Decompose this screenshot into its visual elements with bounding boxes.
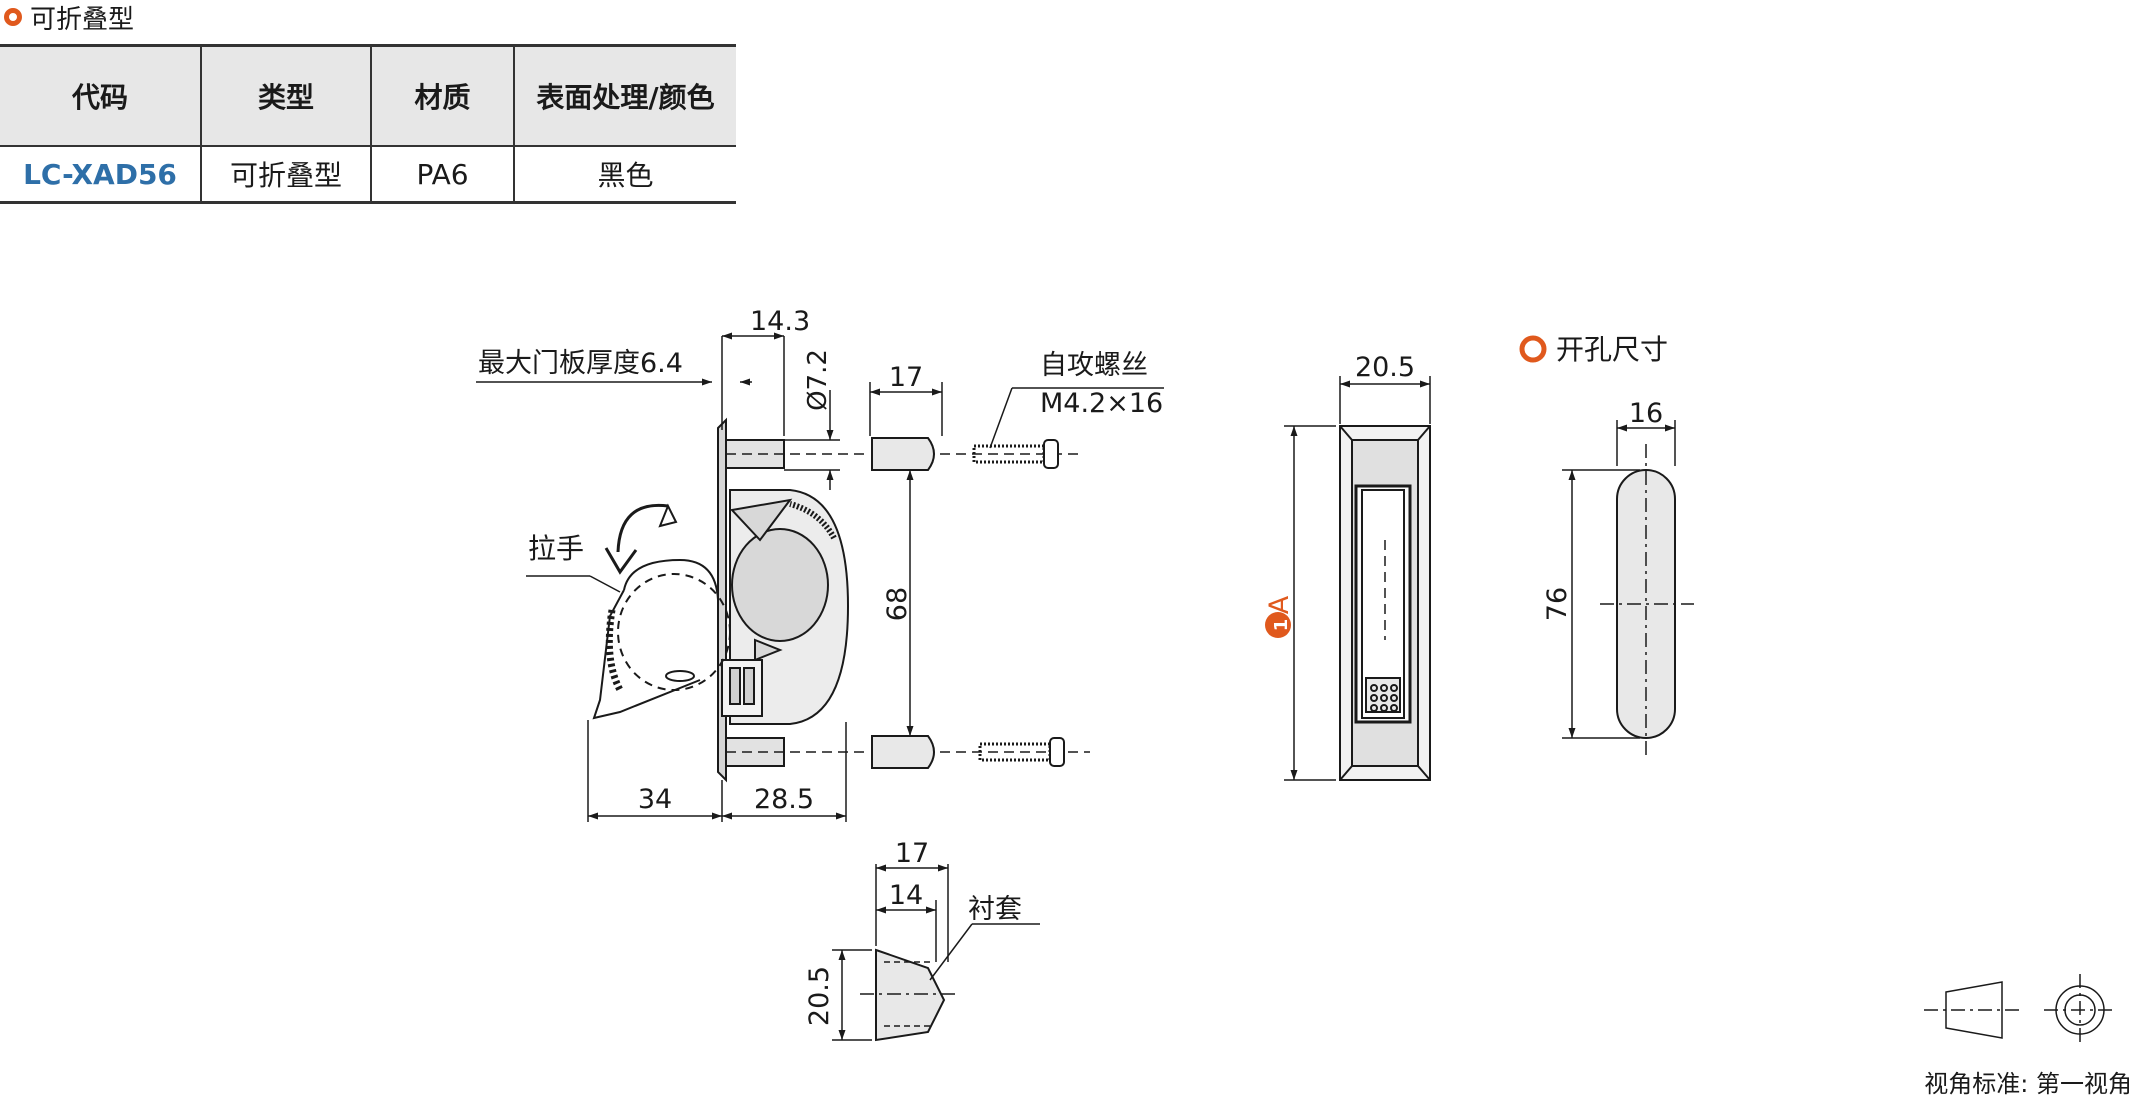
front-view [1339,425,1431,781]
front-dimensions [1284,376,1431,781]
section-title: 可折叠型 [30,4,135,35]
dim-76: 76 [1542,587,1573,621]
bushings-screws [871,437,1090,769]
dim-bushing-14: 14 [889,880,923,911]
circle-bullet-icon [4,8,22,26]
dim-68: 68 [882,587,913,621]
col-code: 代码 [0,44,201,147]
section-header: 可折叠型 [0,0,135,35]
col-finish: 表面处理/颜色 [513,44,736,147]
label-screw-spec: M4.2×16 [1040,388,1163,419]
callout-1-icon [1265,612,1291,638]
label-max-door-thickness: 最大门板厚度6.4 [478,348,683,379]
dim-17-bushing: 17 [889,362,923,393]
projection-label: 视角标准: 第一视角 [1924,1070,2132,1098]
cutout-title: 开孔尺寸 [1556,333,1668,366]
callout-1: 1 [1271,619,1292,632]
table-header-row: 代码 类型 材质 表面处理/颜色 [0,44,736,147]
side-view [592,417,870,783]
spec-table: 代码 类型 材质 表面处理/颜色 LC-XAD56 可折叠型 PA6 黑色 [0,44,736,204]
dim-diameter: Ø7.2 [803,349,833,411]
first-angle-projection-icon [1924,974,2116,1046]
dim-16: 16 [1629,398,1663,429]
cell-type: 可折叠型 [200,146,371,204]
dim-14-3: 14.3 [750,306,810,337]
dim-34: 34 [638,784,672,815]
circle-bullet-icon [1519,335,1547,363]
label-handle: 拉手 [528,532,584,565]
dim-28-5: 28.5 [754,784,814,815]
cell-finish: 黑色 [513,146,736,204]
dim-bushing-20-5: 20.5 [804,966,835,1026]
col-type: 类型 [200,44,371,147]
label-screw: 自攻螺丝 [1040,350,1148,381]
cutout-view [1562,420,1694,760]
dim-bushing-17: 17 [895,838,929,869]
cell-material: PA6 [370,146,514,204]
dim-front-20-5: 20.5 [1355,352,1415,383]
table-row: LC-XAD56 可折叠型 PA6 黑色 [0,146,736,204]
bushing-detail [832,864,1040,1042]
dim-A: A [1264,595,1295,614]
side-dimensions [476,332,1164,822]
col-material: 材质 [370,44,514,147]
cell-code: LC-XAD56 [0,146,201,204]
label-bushing: 衬套 [968,894,1022,925]
